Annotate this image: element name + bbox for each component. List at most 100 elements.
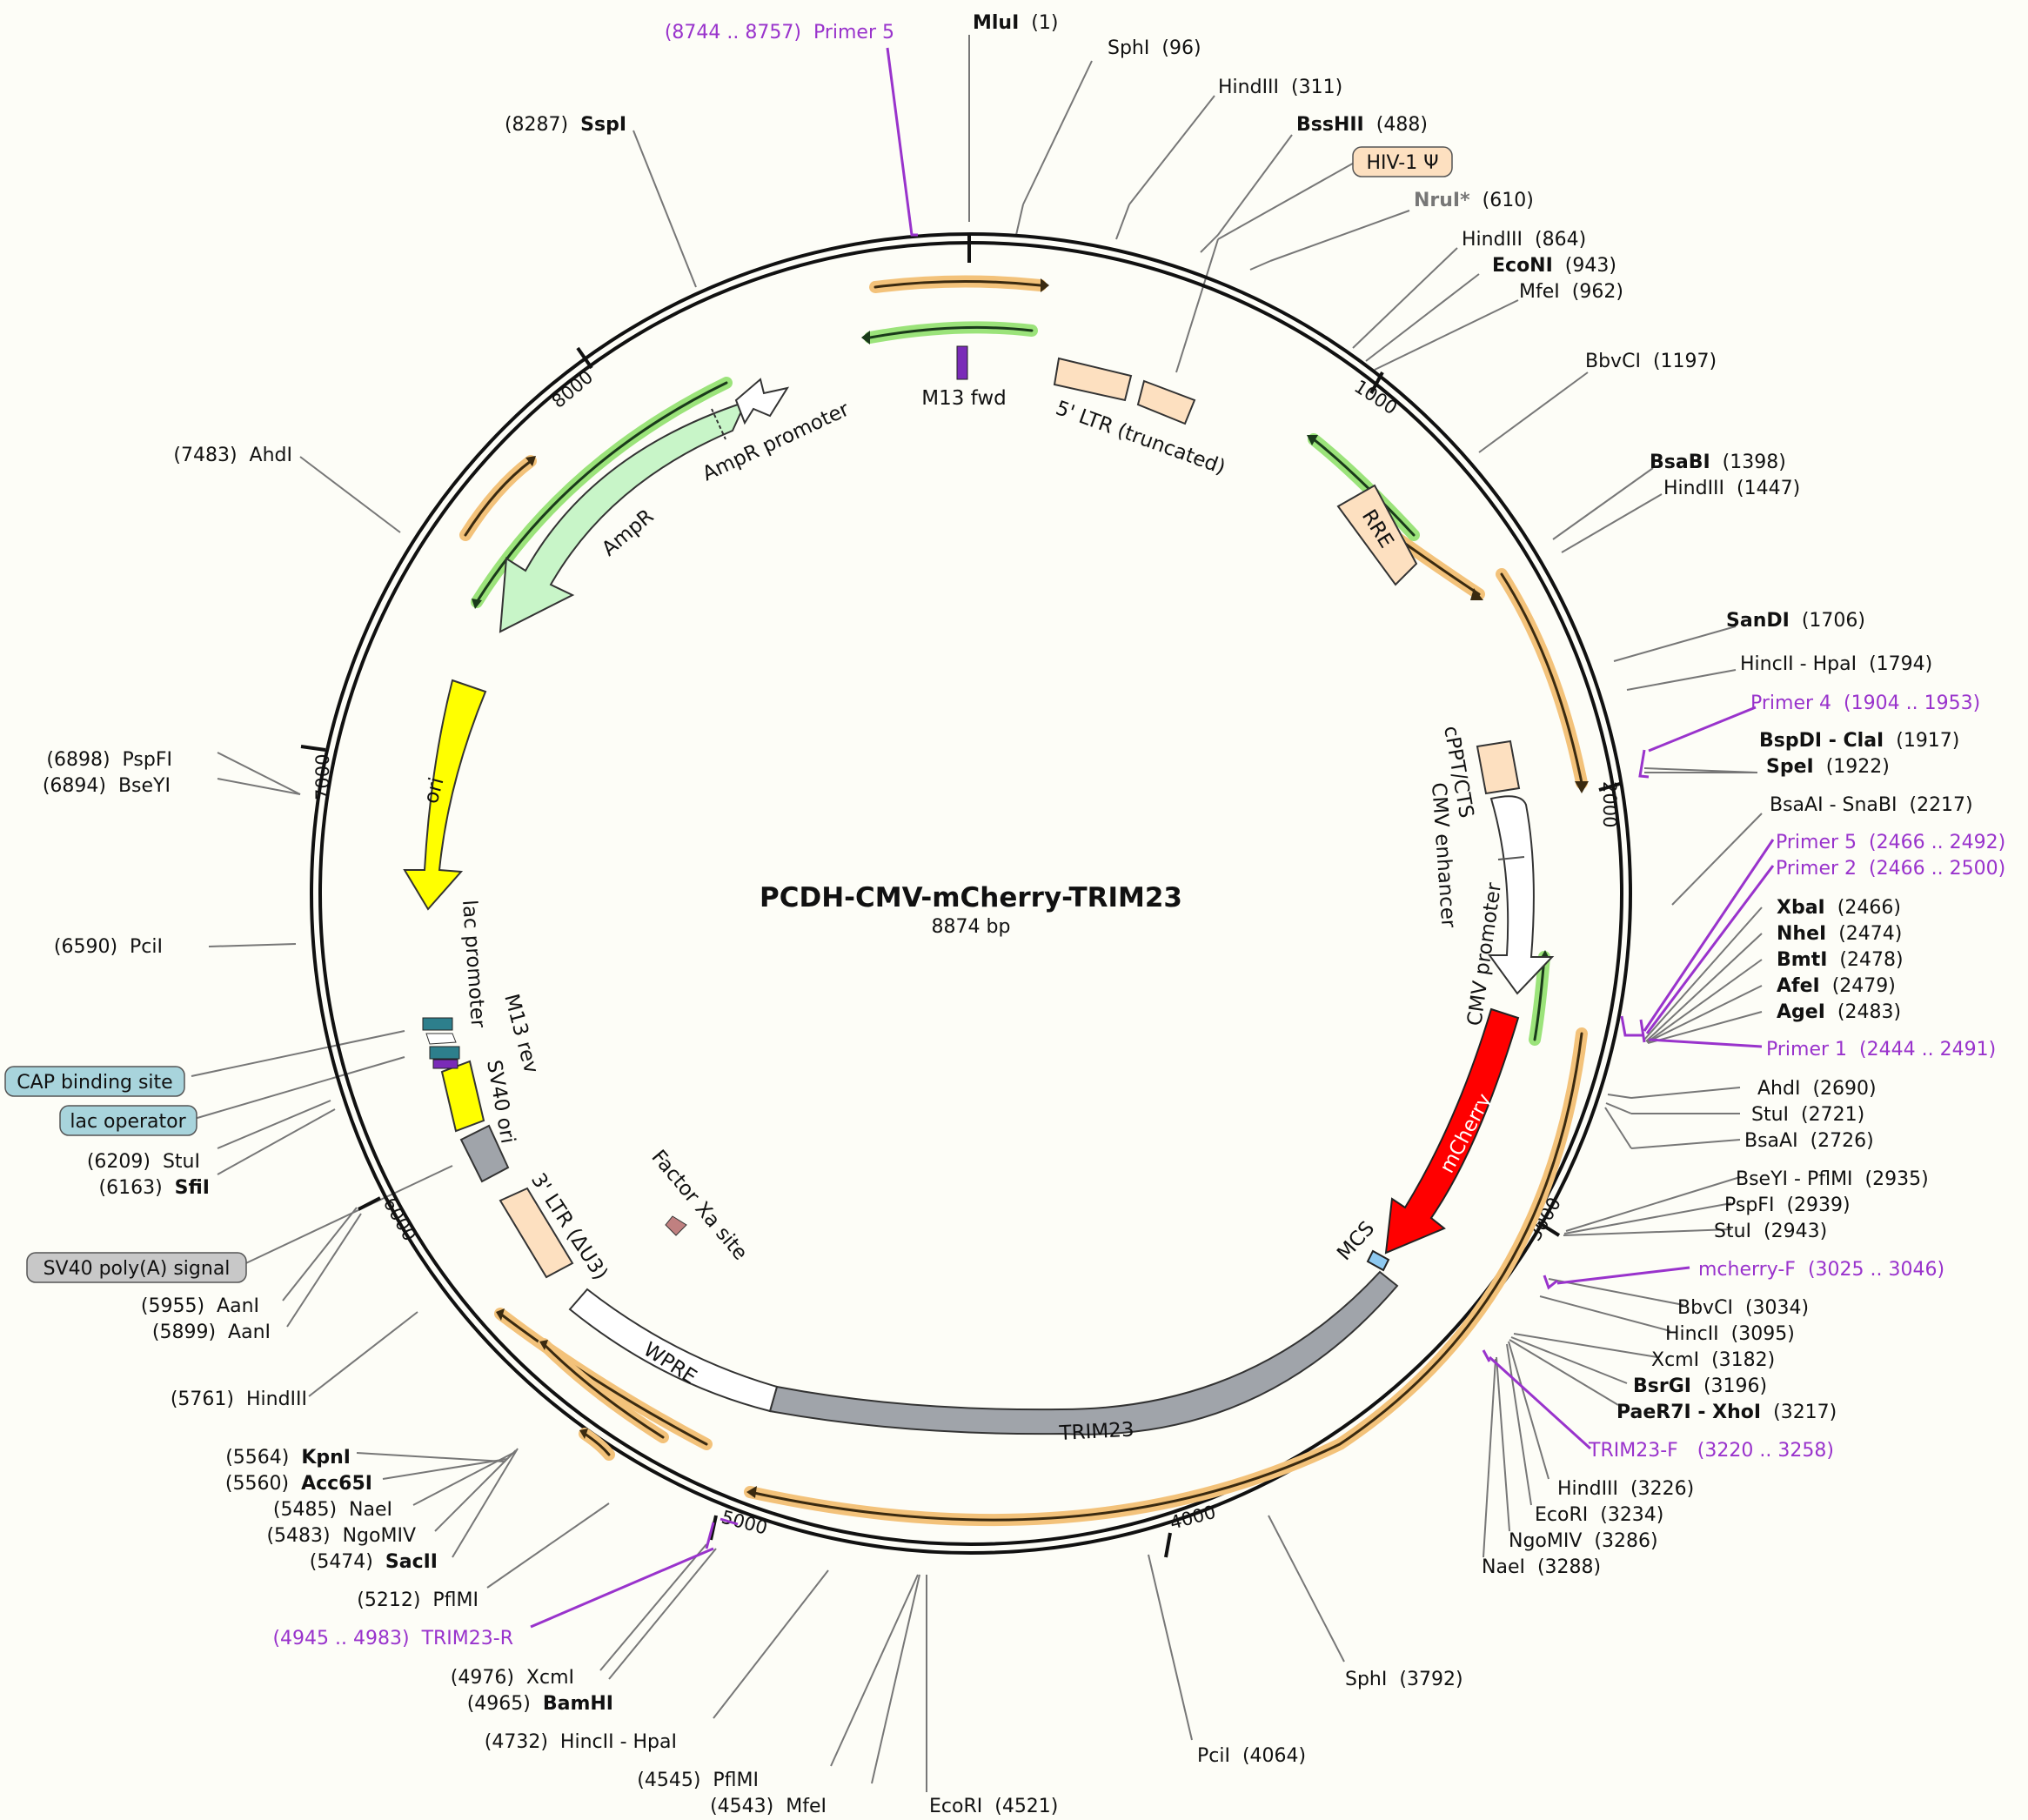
site-ngomiv-3286: NgoMIV(3286) [1509,1530,1658,1552]
site-ahdi-2690: AhdI(2690) [1757,1078,1877,1100]
site-econi: EcoNI(943) [1492,255,1616,277]
tick-2000: 2000 [1599,781,1620,827]
site-bamhi: (4965)BamHI [467,1693,613,1715]
site-snabi: BsaAI - SnaBI(2217) [1770,794,1973,816]
m13-rev-feature [432,1059,458,1069]
site-sacii: (5474)SacII [310,1551,438,1573]
site-pspfi-6898: (6898)PspFI [46,749,172,771]
site-sspi: (8287)SspI [505,114,626,136]
ltr5-box-2 [1136,379,1196,425]
site-hincii-4732: (4732)HincII - HpaI [485,1731,677,1753]
lac-promoter-feature [425,1033,457,1045]
site-labels: MluI(1) SphI(96) HindIII(311) BssHII(488… [43,12,1973,1817]
site-agei: AgeI(2483) [1777,1001,1901,1023]
site-pcii-4064: PciI(4064) [1197,1745,1306,1767]
feature-labels: HIV-1 Ψ 5' LTR (truncated) RRE cPPT/CTS … [4,146,1506,1446]
site-ahdi-7483: (7483)AhdI [173,445,292,466]
site-aani-5899: (5899)AanI [152,1322,271,1343]
lac-operator-box [59,1105,197,1136]
site-sphi-3792: SphI(3792) [1345,1669,1463,1690]
site-bbvci-3034: BbvCI(3034) [1677,1297,1809,1319]
site-nhei: NheI(2474) [1777,923,1902,945]
rre-box [1336,484,1418,586]
site-hindiii-864: HindIII(864) [1462,229,1586,251]
site-stui-6209: (6209)StuI [87,1151,200,1173]
site-bseyi-6894: (6894)BseYI [43,775,171,797]
plasmid-name: PCDH-CMV-mCherry-TRIM23 [760,882,1182,913]
site-bsaai-2726: BsaAI(2726) [1744,1130,1874,1152]
site-hindiii-1447: HindIII(1447) [1663,478,1800,499]
primer-2: Primer 2(2466 .. 2500) [1776,858,2005,880]
site-naei-5485: (5485)NaeI [273,1499,392,1521]
ampr-arrow [499,400,747,633]
site-nrui: NruI*(610) [1414,190,1534,211]
mcherry-arrow [1384,1007,1520,1255]
cmv-promoter-label: CMV promoter [1463,881,1506,1027]
site-acc65i: (5560)Acc65I [225,1473,372,1495]
sv40ori-box [440,1060,485,1133]
mcs-box [1366,1249,1390,1272]
site-bsabi: BsaBI(1398) [1650,452,1786,473]
site-aani-5955: (5955)AanI [141,1295,259,1317]
site-bsrgi: BsrGI(3196) [1633,1375,1767,1397]
site-sphi-96: SphI(96) [1108,37,1201,59]
factorxa-feature [665,1215,687,1236]
lac-operator-feature [429,1046,460,1060]
site-bmti: BmtI(2478) [1777,949,1904,971]
primer-marks [530,47,1775,1629]
sv40pa-box [459,1124,510,1183]
site-hindiii-311: HindIII(311) [1218,77,1342,98]
ampr-label: AmpR [598,505,658,560]
sv40pa-label: SV40 poly(A) signal [44,1258,231,1280]
site-pflmi-4545: (4545)PflMI [637,1770,759,1791]
cppt-box [1476,739,1521,795]
site-xbai: XbaI(2466) [1777,897,1901,919]
site-stui-2943: StuI(2943) [1714,1221,1827,1242]
site-hincii-1794: HincII - HpaI(1794) [1740,653,1932,675]
cap-label: CAP binding site [17,1072,172,1094]
orf-right-long [1496,568,1588,789]
trim23-label: TRIM23 [1058,1419,1134,1446]
tick-7000: 7000 [312,754,333,800]
lac-promoter-label: lac promoter [458,900,489,1029]
cmv-arrow [1488,795,1555,995]
site-hindiii-5761: (5761)HindIII [171,1388,307,1410]
site-pflmi-5212: (5212)PflMI [357,1589,479,1611]
tick-8000: 8000 [548,366,597,412]
site-pflmi-2935: BseYI - PflMI(2935) [1736,1168,1929,1190]
primer-5-right: Primer 5(2466 .. 2492) [1776,832,2005,853]
orf-arrows [459,275,1589,1527]
site-stui-2721: StuI(2721) [1751,1104,1864,1126]
primer-5-top: (8744 .. 8757)Primer 5 [665,22,894,43]
site-bbvci-1197: BbvCI(1197) [1585,351,1717,372]
site-mfei-962: MfeI(962) [1519,281,1623,303]
m13fwd-label: M13 fwd [921,387,1007,410]
site-naei-3288: NaeI(3288) [1482,1556,1601,1578]
primer-4: Primer 4(1904 .. 1953) [1750,693,1980,714]
site-xcmi-3182: XcmI(3182) [1651,1349,1775,1371]
tick-6000: 6000 [379,1194,421,1245]
hiv-psi-label: HIV-1 Ψ [1366,152,1438,174]
trim23-bar [768,1270,1399,1435]
cap-box [4,1066,185,1097]
ampr-promoter-arrow [734,378,790,425]
features [403,345,1555,1435]
site-mfei-4543: (4543)MfeI [710,1796,827,1817]
leader-lines [191,35,1763,1792]
site-hindiii-3226: HindIII(3226) [1557,1478,1694,1500]
ltr5-box-1 [1053,357,1133,402]
site-pcii-6590: (6590)PciI [54,936,163,958]
site-sandi: SanDI(1706) [1726,610,1865,632]
site-ecori-4521: EcoRI(4521) [929,1796,1058,1817]
cap-binding-feature [422,1017,453,1031]
site-claI: BspDI - ClaI(1917) [1759,730,1959,752]
site-mlui: MluI(1) [973,12,1058,34]
site-bsshii: BssHII(488) [1296,114,1428,136]
site-spei: SpeI(1922) [1766,756,1890,778]
lac-operator-label: lac operator [70,1111,186,1133]
factorxa-label: Factor Xa site [646,1146,751,1265]
site-pspfi-2939: PspFI(2939) [1724,1194,1851,1216]
site-xcmi-4976: (4976)XcmI [451,1667,574,1689]
primer-trim23-f: TRIM23-F(3220 .. 3258) [1588,1440,1834,1462]
